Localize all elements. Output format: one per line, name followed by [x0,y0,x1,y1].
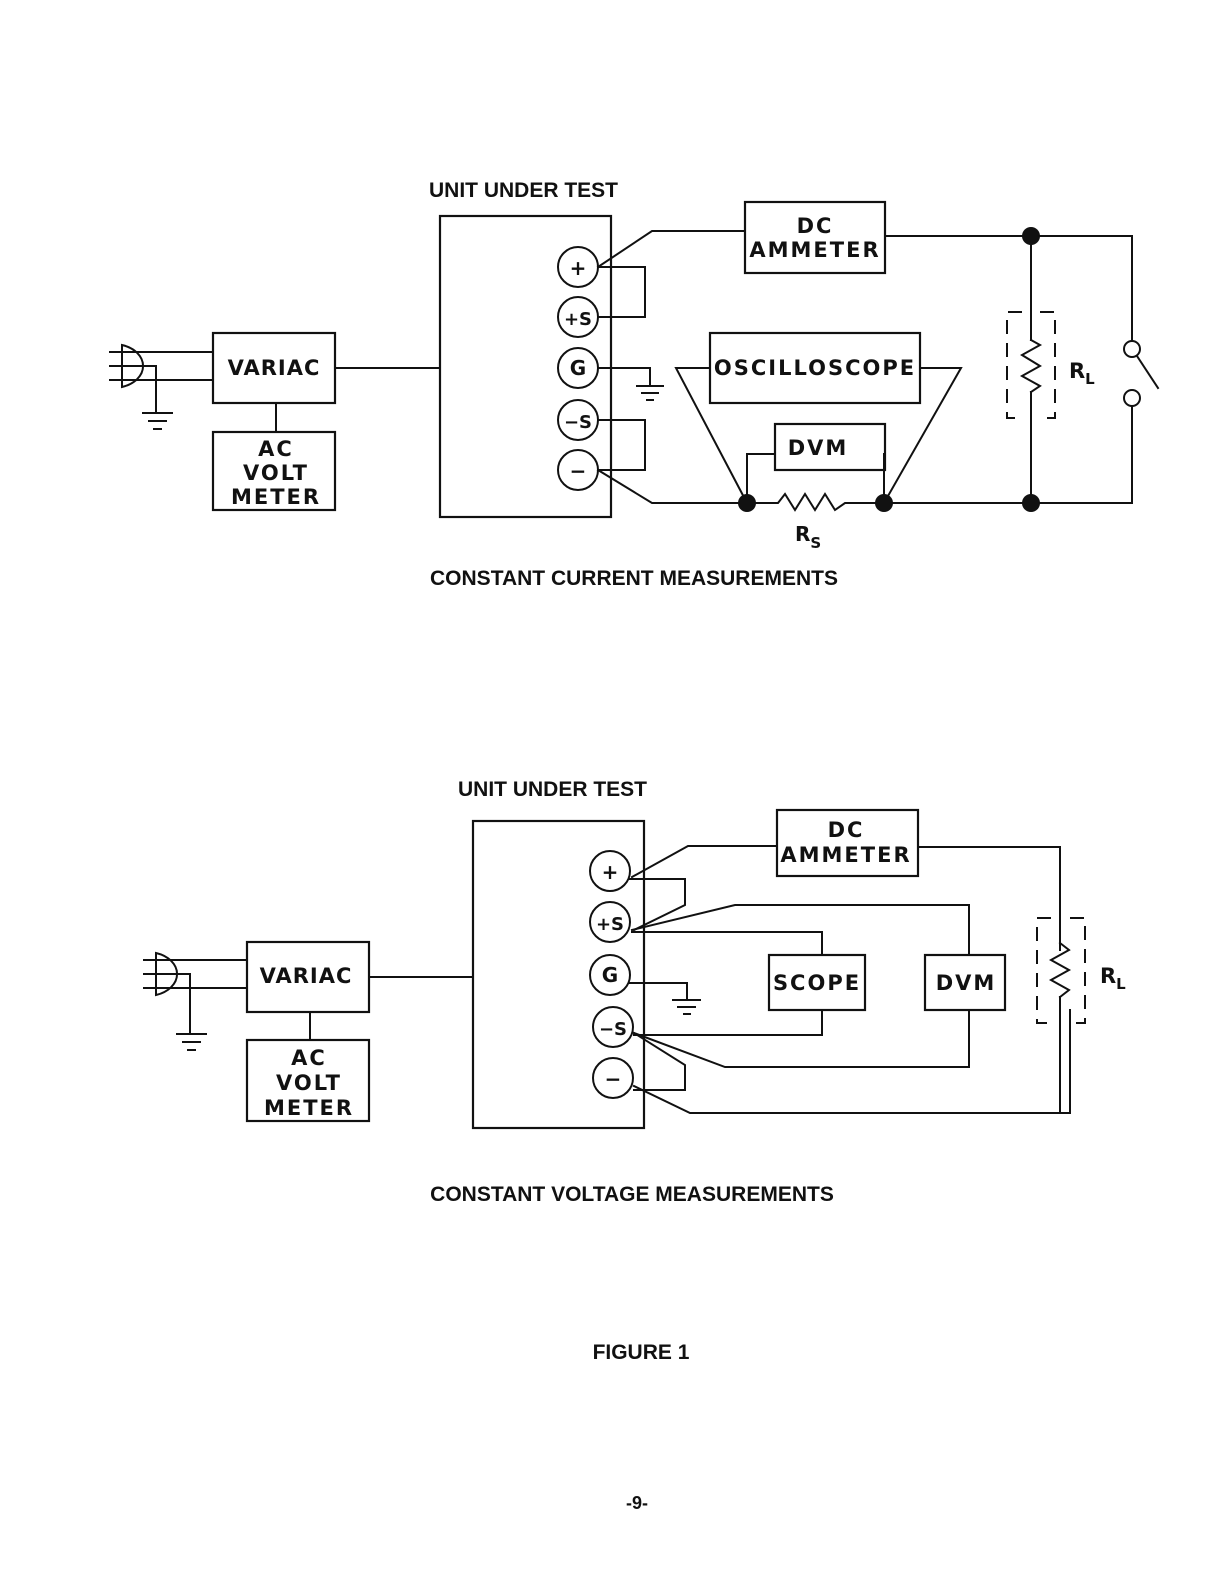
cc-ac-volt-meter-line3: METER [231,485,321,509]
cv-dc-ammeter-line1: DC [828,818,865,842]
figure-title: FIGURE 1 [593,1341,690,1364]
cv-ac-plug-icon [143,951,248,1035]
cv-rl-bracket [1036,917,1086,1024]
cv-caption: CONSTANT VOLTAGE MEASUREMENTS [430,1183,834,1206]
cc-dc-ammeter-line1: DC [797,214,834,238]
cc-rs-label: RS [795,522,821,552]
cv-variac-box [245,940,371,1014]
svg-text:+S: +S [564,309,592,330]
cv-terminal-plus: + [589,850,631,892]
cv-variac-label: VARIAC [260,964,353,988]
cv-ac-volt-meter-line2: VOLT [276,1071,342,1095]
cc-dc-ammeter-box [743,200,887,275]
cc-caption: CONSTANT CURRENT MEASUREMENTS [430,567,838,590]
cc-terminal-plus: + [557,246,599,288]
cc-ac-volt-meter-line1: AC [258,437,294,461]
cv-ac-volt-meter-line1: AC [291,1046,327,1070]
svg-text:+S: +S [596,914,624,935]
cc-rs-resistor-icon [767,492,861,513]
cc-terminal-ground: G [557,347,599,389]
cc-dvm-box [773,422,887,472]
svg-text:−S: −S [599,1019,627,1040]
cv-terminal-plus-sense: +S [589,901,631,943]
cc-oscilloscope-label: OSCILLOSCOPE [714,356,916,380]
cv-terminal-minus: − [592,1057,634,1099]
svg-text:−: − [605,1067,622,1091]
cc-plug-ground-icon [142,412,173,430]
cc-dc-ammeter-line2: AMMETER [749,238,880,262]
cv-dc-ammeter-line2: AMMETER [780,843,911,867]
cc-node-dot [738,494,756,512]
cc-unit-under-test-label: UNIT UNDER TEST [429,179,618,202]
cc-rl-bracket [1006,311,1056,419]
cv-dvm-box [923,953,1007,1012]
cv-scope-box [767,953,867,1012]
constant-voltage-diagram: UNIT UNDER TEST VARIAC AC VOLT METER [143,778,1126,1206]
svg-text:+: + [602,860,619,884]
cv-rl-resistor-icon [1048,941,1072,1114]
constant-current-diagram: UNIT UNDER TEST VARIAC AC VOLT METER [109,179,1160,590]
cv-ac-volt-meter-line3: METER [264,1096,354,1120]
cc-unit-under-test-box [438,214,613,519]
svg-text:G: G [570,356,586,380]
cv-plug-ground-icon [176,1033,207,1051]
svg-text:−: − [570,459,587,483]
cv-unit-ground-icon [672,999,701,1015]
cc-variac-box [211,331,337,405]
cc-terminal-minus-sense: −S [557,399,599,441]
cv-unit-under-test-box [471,819,646,1130]
cc-ac-volt-meter-line2: VOLT [243,461,309,485]
cv-scope-label: SCOPE [773,971,861,995]
svg-text:−S: −S [564,412,592,433]
cc-unit-ground-icon [636,385,664,401]
cc-node-dot [875,494,893,512]
cc-load-switch-icon[interactable] [1123,235,1160,504]
cc-dvm-label: DVM [788,436,849,460]
cv-terminal-ground: G [589,954,631,996]
cc-ac-plug-icon [109,343,214,414]
cv-dvm-label: DVM [936,971,997,995]
cv-unit-under-test-label: UNIT UNDER TEST [458,778,647,801]
cc-terminal-plus-sense: +S [557,296,599,338]
cv-rl-label: RL [1100,964,1126,993]
cc-ac-volt-meter-box [211,430,337,512]
cv-terminal-minus-sense: −S [592,1006,634,1048]
page-number: -9- [626,1493,648,1513]
svg-text:+: + [570,256,587,280]
cv-ac-volt-meter-box [245,1038,371,1123]
svg-text:G: G [602,963,618,987]
cc-variac-label: VARIAC [228,356,321,380]
cv-dc-ammeter-box [775,808,920,878]
cc-rl-label: RL [1069,359,1095,388]
cc-terminal-minus: − [557,449,599,491]
